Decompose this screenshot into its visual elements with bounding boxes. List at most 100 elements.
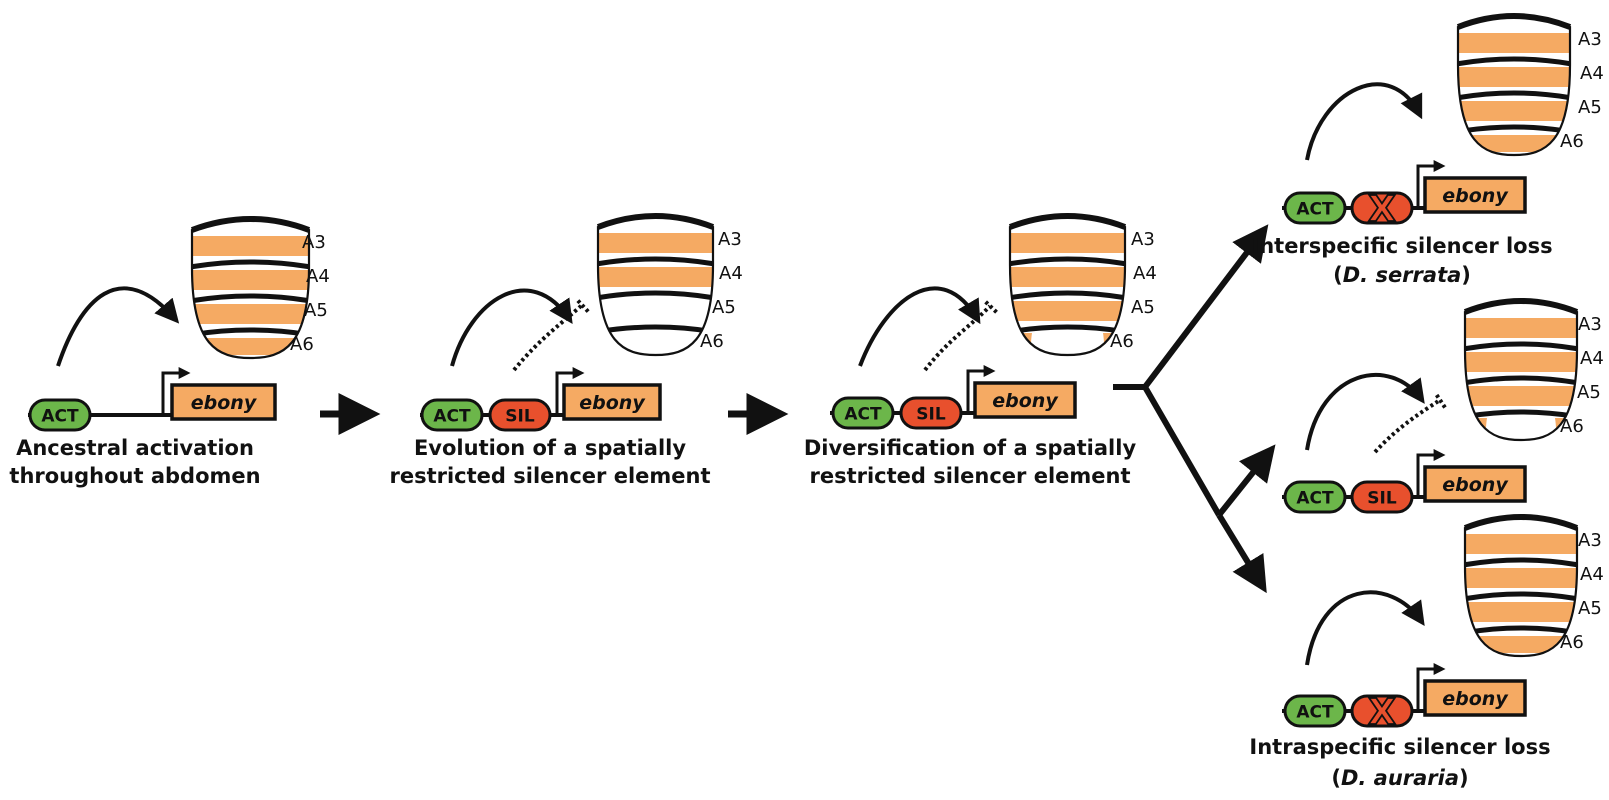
ancestral-label-a6: A6 [290,334,314,355]
caption-interspecific: Interspecific silencer loss (D. serrata) [1251,234,1552,287]
ancestral-pigment-a3 [192,236,309,256]
diversification-label-a4: A4 [1133,263,1157,284]
diversification-pigment-a5 [1010,301,1125,321]
caption-diversification-line1: Diversification of a spatially [804,436,1137,460]
diversification-pigment-a3 [1010,233,1125,253]
interspecific-silencer-lost-x-icon: X [1368,189,1396,230]
intraspecific-gene-box [1423,679,1527,717]
evolution-sil-element-label: SIL [505,407,535,427]
diversification-repression-arc [923,304,992,372]
intraspecific-pigment-a6 [1465,636,1577,653]
caption-intraspecific: Intraspecific silencer loss (D. auraria) [1249,735,1550,790]
middle-branch-segment-line [1465,341,1577,352]
diversification-label-a6: A6 [1110,331,1134,352]
intraspecific-segment-line [1465,557,1577,568]
evolution-act-element [420,398,484,432]
evolution-gene-label: ebony [579,392,646,414]
interspecific-abdomen-outline [1456,14,1572,157]
interspecific-segment-line [1458,90,1570,101]
ancestral-abdomen-outline [190,217,311,360]
diversification-gene-box [973,381,1077,419]
evolution-sil-element [488,398,552,432]
middle-branch-label-a3: A3 [1578,314,1602,335]
evolution-gene-box [562,383,662,421]
middle-branch-act-element [1283,480,1347,514]
interspecific-gene-label: ebony [1442,185,1509,207]
ancestral-tss-arrow [161,367,191,415]
interspecific-label-a4: A4 [1580,63,1604,84]
branch-to-middle-arrow [1216,444,1276,517]
ancestral-pigment-a6 [192,338,309,355]
intraspecific-act-element [1283,694,1347,728]
ancestral-segment-line [192,259,309,270]
middle-branch-act-element-label: ACT [1296,489,1334,509]
interspecific-tss-arrow [1416,160,1446,208]
interspecific-pigment-a3 [1458,33,1570,53]
caption-evolution: Evolution of a spatially restricted sile… [389,436,710,488]
evolution-label-a4: A4 [719,263,743,284]
interspecific-pigment-a5 [1458,101,1570,121]
middle-branch-sil-element-label: SIL [1367,489,1397,509]
intraspecific-label-a4: A4 [1580,564,1604,585]
caption-ancestral-line1: Ancestral activation [16,436,254,460]
intraspecific-abdomen-outline [1463,515,1579,658]
diversification-act-element [831,396,895,430]
interspecific-segment-line [1458,56,1570,67]
intraspecific-segment-line [1465,591,1577,602]
middle-branch-pigment-a4 [1465,352,1577,372]
middle-branch-label-a5: A5 [1577,382,1601,403]
intraspecific-pigment-a3 [1465,534,1577,554]
diversification-gene-label: ebony [992,390,1059,412]
interspecific-label-a6: A6 [1560,131,1584,152]
middle-branch-repression-arc [1373,398,1442,454]
diversification-tss-arrow [966,365,996,413]
diversification-label-a5: A5 [1131,297,1155,318]
caption-diversification: Diversification of a spatially restricte… [804,436,1137,488]
middle-branch-pigment-a5 [1465,386,1577,406]
interspecific-gene-box [1423,176,1527,214]
intraspecific-pigment-a4 [1465,568,1577,588]
evolution-segment-line [598,290,713,301]
middle-branch-gene-label: ebony [1442,474,1509,496]
middle-branch-gene-box [1423,465,1527,503]
intraspecific-label-a5: A5 [1578,598,1602,619]
intraspecific-tss-arrow [1416,663,1446,711]
interspecific-label-a5: A5 [1578,97,1602,118]
intraspecific-act-element-label: ACT [1296,703,1334,723]
evolution-segment-line [598,256,713,267]
evolution-pigment-a3 [598,233,713,253]
interspecific-activation-arrow [1305,82,1423,161]
caption-diversification-line2: restricted silencer element [809,464,1130,488]
ancestral-gene-label: ebony [191,392,258,414]
evolution-label-a6: A6 [700,331,724,352]
caption-ancestral-line2: throughout abdomen [9,464,260,488]
middle-branch-abdomen-outline [1463,299,1579,442]
ancestral-label-a4: A4 [306,266,330,287]
evolution-repression-arc [512,303,584,372]
evolution-activation-arrow [450,288,573,367]
ancestral-gene-box [170,383,277,421]
diversification-act-element-label: ACT [844,405,882,425]
caption-evolution-line2: restricted silencer element [389,464,710,488]
middle-branch-label-a4: A4 [1580,348,1604,369]
intraspecific-label-a3: A3 [1578,530,1602,551]
intraspecific-silencer-lost-x-icon: X [1368,692,1396,733]
caption-interspecific-line1: Interspecific silencer loss [1251,234,1552,258]
ancestral-act-element [28,398,92,432]
evolution-repression-bar [574,297,590,313]
interspecific-pigment-a4 [1458,67,1570,87]
ancestral-pigment-a5 [192,304,309,324]
intraspecific-pigment-a5 [1465,602,1577,622]
diversification-sil-element-label: SIL [916,405,946,425]
diversification-segment-line [1010,256,1125,267]
